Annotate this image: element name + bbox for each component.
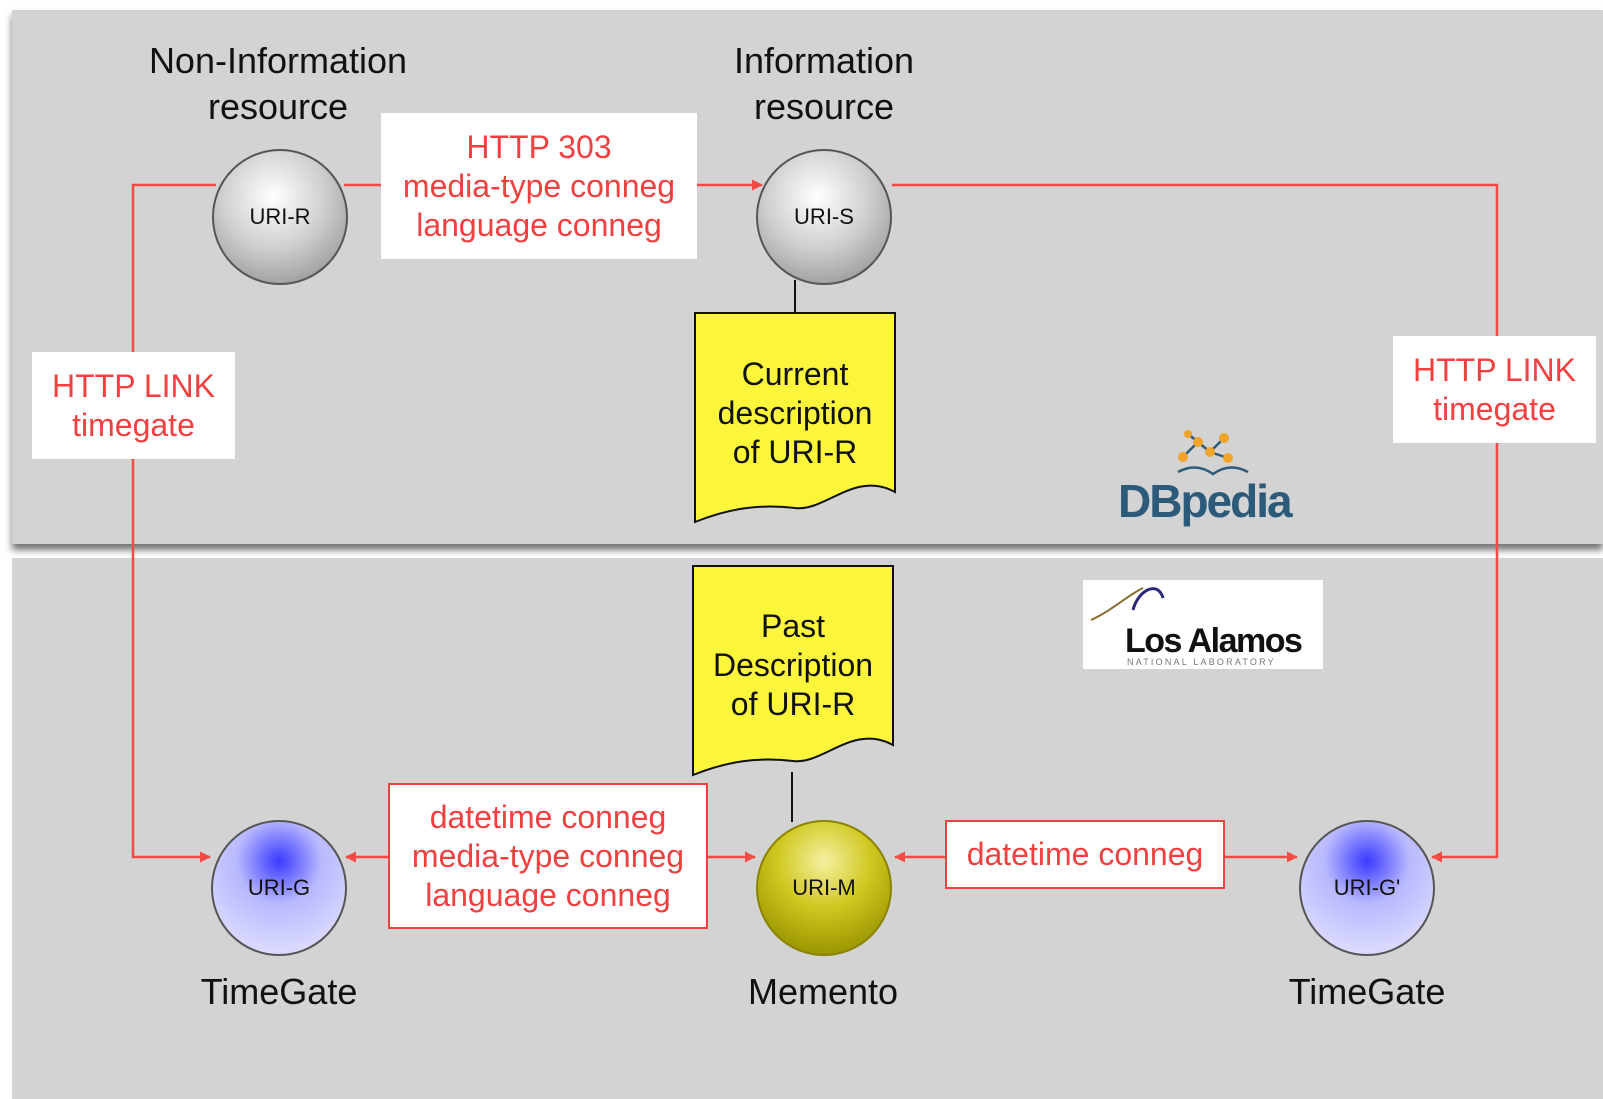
uri-g-prime-label: URI-G' — [1333, 875, 1401, 900]
uri-r-node — [212, 149, 348, 285]
uri-s-node — [756, 149, 892, 285]
current-description-text: Current description of URI-R — [695, 355, 895, 472]
los-alamos-logo-subtitle: NATIONAL LABORATORY — [1127, 657, 1276, 667]
edge-label-line: HTTP 303 — [466, 128, 612, 165]
edge-label-line: datetime conneg — [966, 836, 1204, 872]
edge-label-line: timegate — [72, 406, 195, 443]
uri-g-prime-node — [1299, 820, 1435, 956]
current-description-document — [694, 312, 896, 524]
los-alamos-swoosh-icon — [1090, 587, 1165, 621]
http-303-label-box: HTTP 303 media-type conneg language conn… — [381, 113, 697, 259]
dbpedia-logo-icon — [1177, 430, 1249, 476]
edge-label-line: HTTP LINK — [52, 367, 215, 404]
edge-label-line: media-type conneg — [411, 837, 685, 874]
http-link-left-label-box: HTTP LINK timegate — [32, 352, 235, 459]
doc-line: of URI-R — [730, 686, 856, 722]
doc-line: description — [717, 395, 873, 431]
dbpedia-logo-text: DBpedia — [1118, 475, 1293, 527]
doc-line: Past — [760, 608, 826, 644]
uri-r-label: URI-R — [249, 204, 311, 229]
datetime-media-language-label-box: datetime conneg media-type conneg langua… — [388, 783, 708, 929]
edge-label-line: media-type conneg — [402, 167, 676, 204]
uri-g-label: URI-G — [247, 875, 311, 900]
link-uri-s-to-uri-g-prime — [892, 183, 1499, 863]
los-alamos-logo: Los Alamos NATIONAL LABORATORY — [1083, 580, 1323, 669]
doc-line: of URI-R — [732, 434, 858, 470]
http-link-right-label-box: HTTP LINK timegate — [1393, 336, 1596, 443]
doc-line: Current — [741, 356, 849, 392]
uri-g-node — [211, 820, 347, 956]
uri-m-node — [756, 820, 892, 956]
link-uri-r-to-uri-g — [131, 183, 216, 863]
timegate-left-title: TimeGate — [200, 971, 358, 1012]
doc-line: Description — [712, 647, 874, 683]
past-description-document — [692, 565, 894, 777]
information-resource-heading: Information resource — [733, 40, 915, 127]
non-information-resource-heading: Non-Information resource — [148, 40, 408, 127]
timegate-right-title: TimeGate — [1288, 971, 1446, 1012]
edge-label-line: language conneg — [425, 876, 671, 913]
uri-m-label: URI-M — [792, 875, 856, 900]
edge-label-line: language conneg — [416, 206, 662, 243]
edge-label-line: timegate — [1433, 390, 1556, 427]
edge-label-line: datetime conneg — [429, 798, 667, 835]
uri-s-label: URI-S — [794, 204, 854, 229]
memento-title: Memento — [747, 971, 899, 1012]
edge-label-line: HTTP LINK — [1413, 351, 1576, 388]
past-description-text: Past Description of URI-R — [693, 607, 893, 724]
datetime-conneg-label-box: datetime conneg — [945, 820, 1225, 889]
los-alamos-logo-text: Los Alamos — [1125, 622, 1303, 660]
